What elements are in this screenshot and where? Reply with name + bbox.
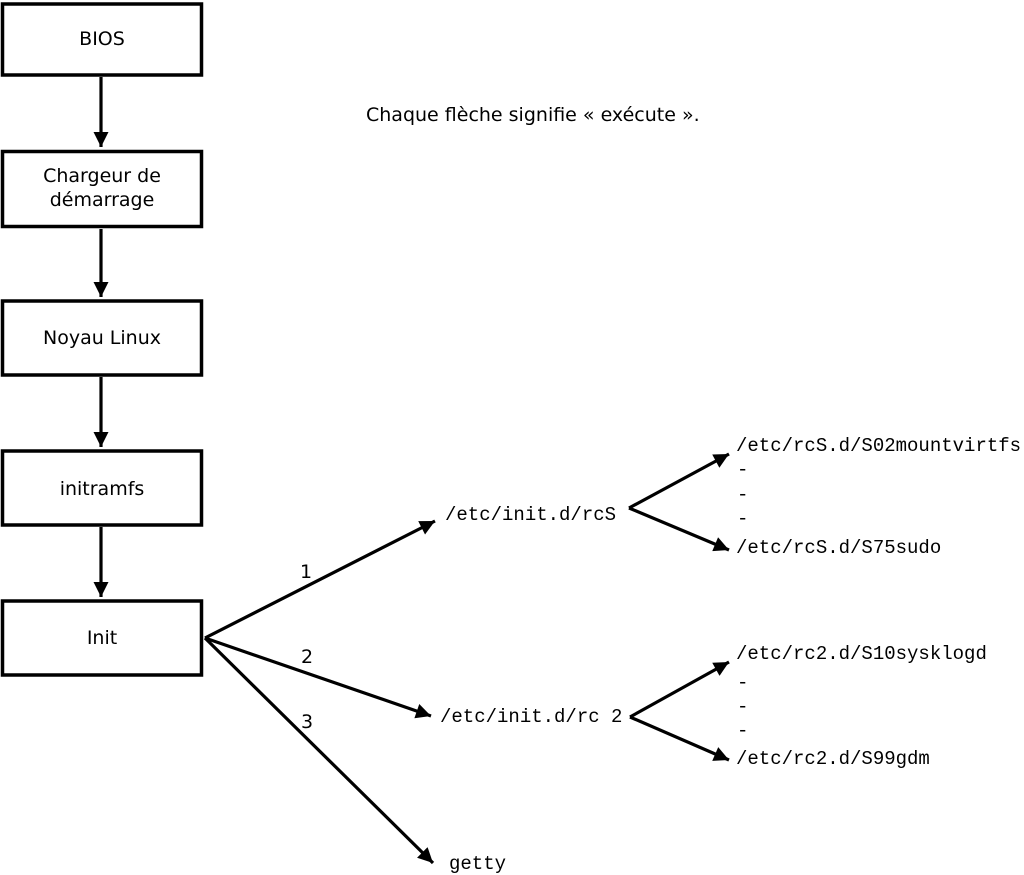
path-rc2-child-s10sysklogd: /etc/rc2.d/S10sysklogd xyxy=(736,643,987,665)
ellipsis-dash: - xyxy=(737,696,748,718)
init-label: Init xyxy=(87,627,117,649)
bootloader-label-line2: démarrage xyxy=(50,189,155,211)
arrow-rc2-to-s10 xyxy=(629,660,730,719)
arrow-label-1: 1 xyxy=(300,561,312,583)
bios-box-rect xyxy=(0,2,204,77)
kernel-box-rect xyxy=(0,299,204,377)
ellipsis-dash: - xyxy=(737,459,748,481)
arrow-rcS-to-s75 xyxy=(628,506,730,552)
path-rcS-child-s75sudo: /etc/rcS.d/S75sudo xyxy=(736,537,941,559)
arrow-init-to-rcS xyxy=(204,519,436,640)
ellipsis-dash: - xyxy=(737,484,748,506)
box-init: Init xyxy=(0,599,204,677)
ellipsis-dash: - xyxy=(737,508,748,530)
diagram-caption: Chaque flèche signifie « exécute ». xyxy=(366,104,700,126)
box-initramfs: initramfs xyxy=(0,449,204,527)
init-box-rect xyxy=(0,599,204,677)
box-kernel: Noyau Linux xyxy=(0,299,204,377)
box-bios: BIOS xyxy=(0,2,204,77)
bootloader-label-line1: Chargeur de xyxy=(43,165,161,187)
arrow-label-3: 3 xyxy=(301,711,313,733)
arrow-init-to-rc2 xyxy=(204,636,432,719)
path-rcS: /etc/init.d/rcS xyxy=(445,504,616,526)
arrow-label-2: 2 xyxy=(301,646,313,668)
ellipsis-dash: - xyxy=(737,672,748,694)
path-rcS-child-s02mountvirtfs: /etc/rcS.d/S02mountvirtfs xyxy=(736,435,1021,457)
arrow-rcS-to-s02 xyxy=(628,452,730,510)
path-getty: getty xyxy=(449,853,506,875)
path-rc2: /etc/init.d/rc 2 xyxy=(440,706,622,728)
arrow-init-to-getty xyxy=(203,636,435,865)
kernel-label: Noyau Linux xyxy=(43,327,161,349)
bios-label: BIOS xyxy=(79,28,125,50)
initramfs-label: initramfs xyxy=(60,478,145,500)
bootloader-box-rect xyxy=(0,149,204,229)
box-bootloader: Chargeur de démarrage xyxy=(0,149,204,229)
initramfs-box-rect xyxy=(0,449,204,527)
ellipsis-dash: - xyxy=(737,720,748,742)
arrow-rc2-to-s99 xyxy=(629,715,730,762)
path-rc2-child-s99gdm: /etc/rc2.d/S99gdm xyxy=(736,748,930,770)
